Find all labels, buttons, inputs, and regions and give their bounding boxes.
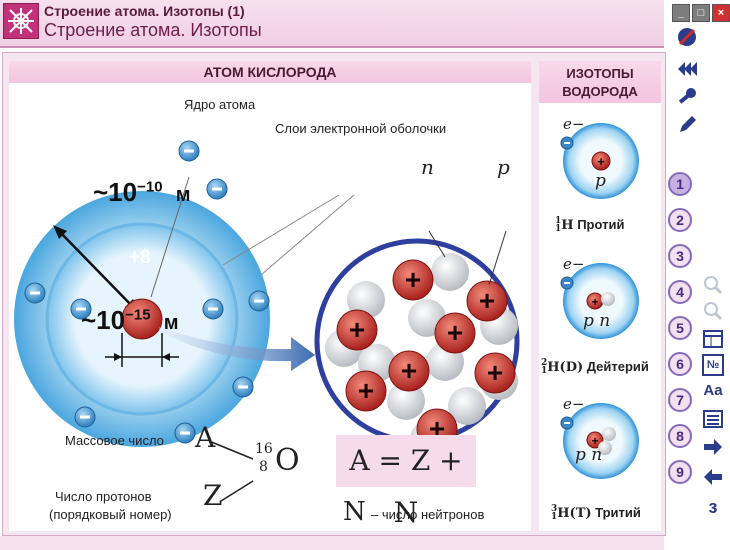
svg-text:+: +: [349, 314, 365, 345]
page-button-1[interactable]: 1: [668, 172, 692, 196]
window-controls: _ □ ×: [672, 4, 730, 22]
tritium-particles: p n: [575, 445, 603, 465]
electron-label: e−: [563, 115, 585, 133]
rewind-icon[interactable]: [676, 58, 698, 80]
svg-text:+: +: [358, 375, 374, 406]
atom-size-label: ~10−10 м: [93, 177, 191, 207]
atom-radius-arrow: [56, 228, 136, 310]
page-button-2[interactable]: 2: [668, 208, 692, 232]
mass-number-value: 16: [255, 441, 273, 457]
hydrogen-isotopes-panel: ИЗОТОПЫ ВОДОРОДА: [539, 61, 661, 531]
nucleus-charge: +8: [129, 247, 151, 268]
neutron-desc: – число нейтронов: [371, 507, 485, 522]
zoom-out-icon[interactable]: [702, 300, 724, 322]
page-button-3[interactable]: 3: [668, 244, 692, 268]
tritium-atom: +: [560, 403, 639, 479]
no-sign-icon[interactable]: [676, 26, 698, 48]
protium-atom: +: [560, 123, 639, 199]
number-icon[interactable]: №: [702, 354, 724, 376]
formula-box: A = Z + N: [336, 435, 476, 529]
page-button-6[interactable]: 6: [668, 352, 692, 376]
isotopes-header: ИЗОТОПЫ ВОДОРОДА: [539, 61, 661, 103]
svg-text:+: +: [479, 285, 495, 316]
neutron-letter: n: [421, 155, 434, 179]
page-button-7[interactable]: 7: [668, 388, 692, 412]
nucleus-label: Ядро атома: [184, 97, 256, 112]
page-button-9[interactable]: 9: [668, 460, 692, 484]
page-button-8[interactable]: 8: [668, 424, 692, 448]
atom-panel-header: АТОМ КИСЛОРОДА: [9, 61, 531, 83]
close-button[interactable]: ×: [712, 4, 730, 22]
arrow-left-icon[interactable]: [702, 466, 724, 488]
svg-text:+: +: [591, 295, 598, 309]
page-button-4[interactable]: 4: [668, 280, 692, 304]
oxygen-atom-panel: АТОМ КИСЛОРОДА: [9, 61, 531, 531]
page-title: Строение атома. Изотопы: [44, 20, 262, 40]
arrow-right-icon[interactable]: [702, 436, 724, 458]
table-icon[interactable]: [702, 328, 724, 350]
electrons: [24, 140, 270, 444]
electron-label-2: e−: [563, 255, 585, 273]
neutron-symbol: N: [343, 497, 366, 527]
zoom-in-icon[interactable]: [702, 274, 724, 296]
symbol-O: O: [275, 443, 300, 478]
symbol-Z: Z: [203, 479, 223, 512]
proton-count-label: Число протонов: [55, 489, 152, 504]
bottom-bar: [0, 536, 664, 550]
app-logo-icon: [3, 3, 39, 39]
window-title: Строение атома. Изотопы (1): [44, 3, 245, 19]
nucleus-size-label: ~10−15 м: [81, 305, 179, 335]
svg-text:+: +: [487, 357, 503, 388]
info-icon[interactable]: з: [708, 497, 718, 517]
svg-text:+: +: [597, 154, 605, 169]
proton-number-value: 8: [259, 459, 268, 475]
key-icon[interactable]: [676, 86, 698, 108]
svg-text:+: +: [591, 434, 598, 448]
mass-number-label: Массовое число: [65, 433, 164, 448]
shells-label: Слои электронной оболочки: [275, 121, 447, 136]
deuterium-atom: +: [560, 263, 639, 339]
electron-label-3: e−: [563, 395, 585, 413]
maximize-button[interactable]: □: [692, 4, 710, 22]
isotope-diagrams: + + +: [560, 123, 639, 479]
right-toolbar: 1 2 3 4 5 6 7 8 9 № Aa з: [668, 22, 726, 532]
minimize-button[interactable]: _: [672, 4, 690, 22]
page-button-5[interactable]: 5: [668, 316, 692, 340]
content-area: АТОМ КИСЛОРОДА: [2, 52, 666, 536]
pencil-icon[interactable]: [676, 114, 698, 136]
svg-text:+: +: [401, 355, 417, 386]
nucleus: [121, 298, 163, 340]
svg-text:+: +: [405, 264, 421, 295]
title-bar: Строение атома. Изотопы (1) Строение ато…: [0, 0, 664, 48]
list-icon[interactable]: [702, 408, 724, 430]
symbol-A: A: [195, 421, 216, 454]
deuterium-particles: p n: [583, 311, 611, 331]
zoom-arrow: [159, 327, 315, 371]
protium-particles: p: [595, 171, 606, 191]
font-icon[interactable]: Aa: [703, 382, 723, 399]
proton-count-sub: (порядковый номер): [49, 507, 172, 522]
svg-text:+: +: [447, 317, 463, 348]
proton-letter: p: [497, 155, 510, 179]
